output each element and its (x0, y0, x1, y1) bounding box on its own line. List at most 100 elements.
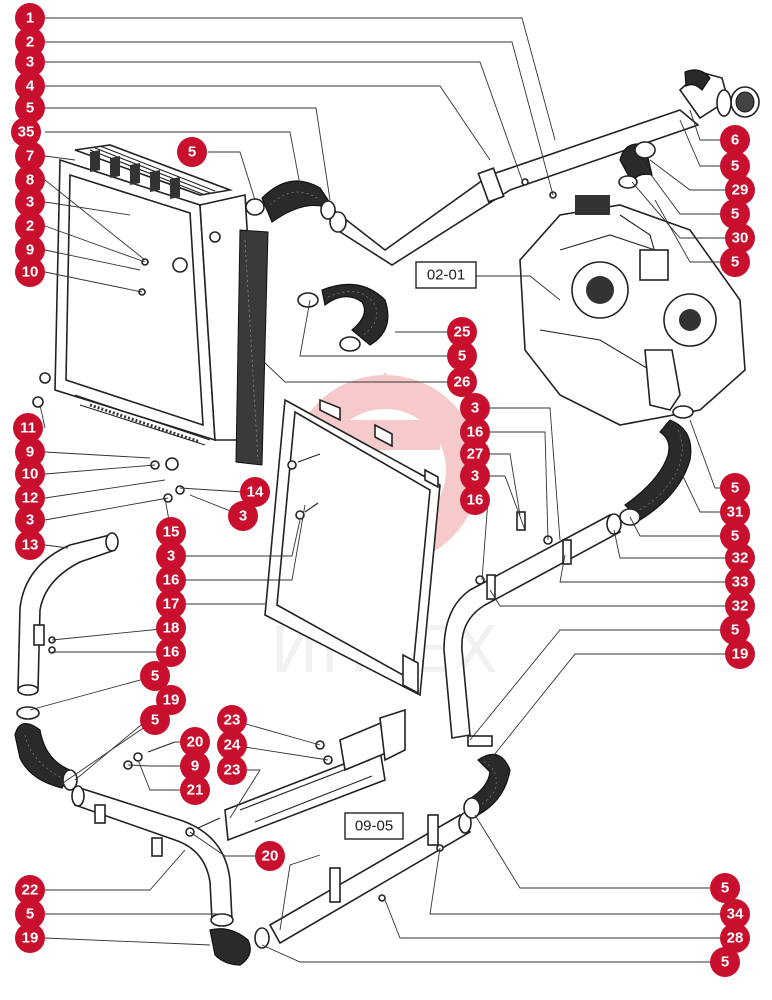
callout-3: 3 (156, 541, 186, 571)
callout-24: 24 (217, 730, 247, 760)
right-lower-pipe (443, 513, 622, 747)
callout-11: 11 (13, 413, 43, 443)
callout-circle (217, 755, 247, 785)
bottom-hose-left (209, 927, 270, 966)
callout-3: 3 (15, 505, 45, 535)
callout-4: 4 (15, 71, 45, 101)
callout-circle (156, 517, 186, 547)
callout-23: 23 (217, 755, 247, 785)
callout-number: 13 (22, 537, 39, 554)
callout-circle (725, 175, 755, 205)
sealing-strip (235, 229, 269, 466)
callout-32: 32 (725, 591, 755, 621)
upper-coolant-pipe (329, 69, 760, 266)
callout-number: 5 (151, 712, 159, 729)
callout-9: 9 (15, 437, 45, 467)
callout-number: 5 (731, 158, 739, 175)
callout-number: 5 (731, 480, 739, 497)
callout-number: 31 (727, 504, 744, 521)
callout-circle (720, 923, 750, 953)
callout-9: 9 (180, 751, 210, 781)
callout-number: 5 (731, 622, 739, 639)
callout-9: 9 (15, 235, 45, 265)
callout-circle (725, 223, 755, 253)
callout-number: 12 (22, 490, 39, 507)
callout-3: 3 (15, 187, 45, 217)
callout-16: 16 (460, 485, 490, 515)
callout-circle (177, 137, 207, 167)
mounting-bracket (224, 708, 406, 842)
callout-number: 9 (26, 444, 34, 461)
callout-number: 3 (471, 468, 479, 485)
callout-number: 4 (26, 78, 35, 95)
bottom-diagonal-pipe (268, 812, 472, 945)
callout-3: 3 (228, 501, 258, 531)
callout-5: 5 (720, 473, 750, 503)
callout-5: 5 (140, 705, 170, 735)
upper-radiator-hose (245, 180, 337, 223)
callout-circle (720, 125, 750, 155)
callout-5: 5 (447, 341, 477, 371)
callout-circle (15, 257, 45, 287)
callout-17: 17 (156, 589, 186, 619)
callout-5: 5 (177, 137, 207, 167)
callout-circle (725, 543, 755, 573)
callout-number: 16 (467, 424, 484, 441)
callout-circle (720, 497, 750, 527)
callout-number: 10 (22, 466, 39, 483)
callout-number: 5 (731, 528, 739, 545)
callout-circle (15, 505, 45, 535)
callout-10: 10 (15, 257, 45, 287)
lower-cross-pipe (71, 785, 234, 927)
callout-number: 2 (26, 34, 34, 51)
callout-number: 21 (187, 782, 204, 799)
callout-circle (15, 93, 45, 123)
callout-number: 5 (26, 100, 34, 117)
callout-circle (156, 565, 186, 595)
callout-number: 24 (224, 737, 241, 754)
callout-circle (720, 615, 750, 645)
callout-20: 20 (255, 841, 285, 871)
callout-27: 27 (460, 439, 490, 469)
callout-2: 2 (15, 211, 45, 241)
callout-number: 3 (26, 194, 34, 211)
callout-number: 5 (721, 880, 729, 897)
callout-number: 16 (163, 644, 180, 661)
callout-3: 3 (460, 393, 490, 423)
reference-label-09-05: 09-05 (344, 812, 404, 840)
callout-circle (15, 899, 45, 929)
callout-number: 17 (163, 596, 180, 613)
callout-number: 1 (26, 10, 34, 27)
callout-circle (725, 567, 755, 597)
left-lower-hose (14, 706, 78, 791)
callout-3: 3 (15, 47, 45, 77)
callout-circle (15, 211, 45, 241)
callout-circle (140, 661, 170, 691)
callout-16: 16 (156, 637, 186, 667)
callout-circle (447, 367, 477, 397)
callout-number: 20 (187, 734, 204, 751)
callout-3: 3 (460, 461, 490, 491)
callout-number: 7 (26, 148, 34, 165)
callout-circle (710, 947, 740, 977)
callout-number: 23 (224, 712, 241, 729)
curved-hose-bypass (297, 283, 389, 352)
callout-number: 34 (727, 906, 744, 923)
callout-circle (156, 589, 186, 619)
engine-block (519, 195, 746, 426)
callout-circle (217, 730, 247, 760)
callout-number: 33 (732, 574, 749, 591)
callout-circle (447, 317, 477, 347)
callout-circle (180, 775, 210, 805)
callout-circle (11, 117, 41, 147)
callout-circle (217, 705, 247, 735)
callout-number: 5 (151, 668, 159, 685)
callout-circle (15, 187, 45, 217)
callout-circle (720, 151, 750, 181)
callout-circle (228, 501, 258, 531)
callout-number: 27 (467, 446, 484, 463)
callout-5: 5 (140, 661, 170, 691)
callout-number: 6 (731, 132, 739, 149)
callout-5: 5 (15, 899, 45, 929)
callout-circle (720, 199, 750, 229)
